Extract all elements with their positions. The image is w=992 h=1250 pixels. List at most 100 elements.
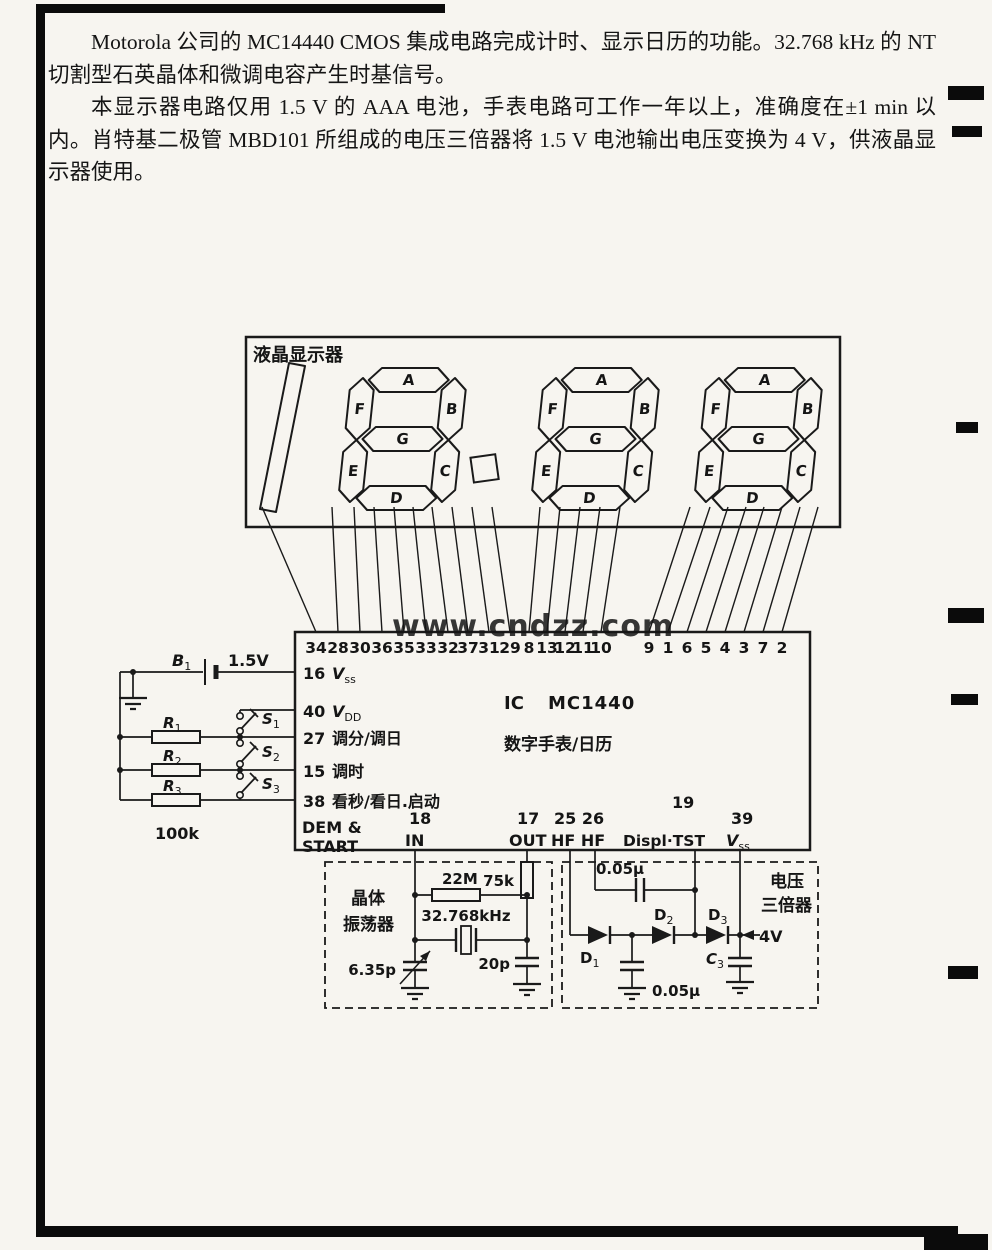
ic-pin-number: 2 (777, 639, 788, 657)
fan-line (686, 506, 729, 633)
ic-pin-number: 5 (701, 639, 712, 657)
diode-d2 (652, 926, 676, 944)
lcd-panel-label: 液晶显示器 (253, 344, 344, 366)
segment-letter: D (582, 489, 596, 507)
tripler-box (561, 861, 819, 1009)
crystal-symbol (454, 925, 478, 955)
pin-num-17: 17 (517, 809, 539, 828)
pin-num-16: 16 (303, 664, 325, 683)
segment-letter: D (745, 489, 759, 507)
scan-artifact-mark (924, 1234, 988, 1250)
fan-line (353, 506, 361, 633)
segment-letter: B (445, 400, 458, 418)
ic-pin-number: 10 (590, 639, 612, 657)
segment-f (344, 377, 375, 441)
segment-d (355, 485, 438, 511)
cap-005-top-label: 0.05μ (596, 860, 644, 878)
lcd-panel-box (244, 335, 842, 529)
segment-f (537, 377, 568, 441)
fan-line (743, 506, 783, 633)
resistor-value-100k: 100k (155, 824, 199, 843)
ic-pin-number: 28 (327, 639, 349, 657)
resistor-22m-label: 22M (442, 870, 478, 888)
segment-c (786, 439, 817, 503)
segment-a (367, 367, 450, 393)
scan-artifact-mark (948, 608, 984, 623)
diode-d3 (706, 926, 730, 944)
fan-line (331, 506, 339, 633)
segment-letter: F (547, 400, 559, 418)
segment-letter: A (595, 371, 609, 389)
fan-line (667, 506, 711, 633)
pin-label-view-start: 看秒/看日.启动 (331, 792, 440, 811)
lcd-digit-one-bar (259, 362, 306, 513)
oscillator-box (324, 861, 553, 1009)
resistor-22m (431, 888, 481, 902)
segment-letter: C (795, 462, 808, 480)
pin-label-vss-2: Vss (726, 831, 750, 853)
ground-trimmer (401, 986, 429, 1001)
segment-letter: F (354, 400, 366, 418)
switch-s3 (236, 771, 259, 799)
segment-a (723, 367, 806, 393)
resistor-r1-label: R1 (163, 714, 182, 735)
trimmer-cap-label: 6.35p (348, 961, 396, 979)
junction-dots (117, 669, 743, 943)
ic-pin-number: 13 (536, 639, 558, 657)
resistor-r1 (151, 730, 201, 744)
crystal-label: 32.768kHz (421, 907, 510, 925)
fan-line (564, 506, 581, 633)
fan-line (412, 506, 427, 633)
segment-letter: E (703, 462, 715, 480)
ic-pin-number: 11 (572, 639, 594, 657)
fan-line (393, 506, 405, 633)
lcd-colon (469, 453, 500, 484)
segment-e (694, 439, 725, 503)
fan-line (582, 506, 601, 633)
segment-e (338, 439, 369, 503)
switch-s2 (236, 738, 259, 768)
battery-value: 1.5V (228, 651, 269, 670)
fan-line (261, 506, 317, 633)
intro-paragraph-1: Motorola 公司的 MC14440 CMOS 集成电路完成计时、显示日历的… (48, 30, 936, 87)
tripler-label-1: 电压 (770, 871, 804, 892)
scan-artifact-mark (956, 422, 978, 433)
segment-g (361, 426, 444, 452)
pin-num-18: 18 (409, 809, 431, 828)
fan-line (546, 506, 561, 633)
segment-letter: F (710, 400, 722, 418)
scan-artifact-bottom-bar (36, 1226, 958, 1237)
fan-line (705, 506, 747, 633)
fan-line (781, 506, 819, 633)
ic-pin-number: 6 (682, 639, 693, 657)
ic-pin-number: 30 (349, 639, 371, 657)
segment-e (531, 439, 562, 503)
diode-d3-label: D3 (708, 906, 727, 927)
cap-c3-label: C3 (706, 950, 724, 971)
fan-line (431, 506, 449, 633)
ground-symbols (119, 696, 754, 1001)
fan-line (600, 506, 621, 633)
segment-c (623, 439, 654, 503)
scan-artifact-mark (948, 86, 984, 100)
fan-line (648, 506, 691, 633)
ic-function-label: 数字手表/日历 (504, 734, 612, 755)
pin-label-displ-tst: Displ·TST (623, 832, 705, 850)
ic-pin-number: 36 (371, 639, 393, 657)
watermark: www.cndzz.com (392, 609, 674, 644)
pin-label-vss: Vss (332, 664, 356, 686)
diode-d2-label: D2 (654, 906, 673, 927)
scan-artifact-top-bar (45, 4, 445, 13)
circuit-wires (119, 671, 760, 988)
segment-letter: G (395, 430, 409, 448)
ic-name-prefix: IC (504, 693, 524, 714)
battery-symbol (204, 659, 219, 685)
ic-name: MC1440 (548, 693, 635, 714)
ic-pin-number: 7 (758, 639, 769, 657)
ic-pin-number: 35 (393, 639, 415, 657)
dem-start-line2: START (302, 837, 358, 856)
